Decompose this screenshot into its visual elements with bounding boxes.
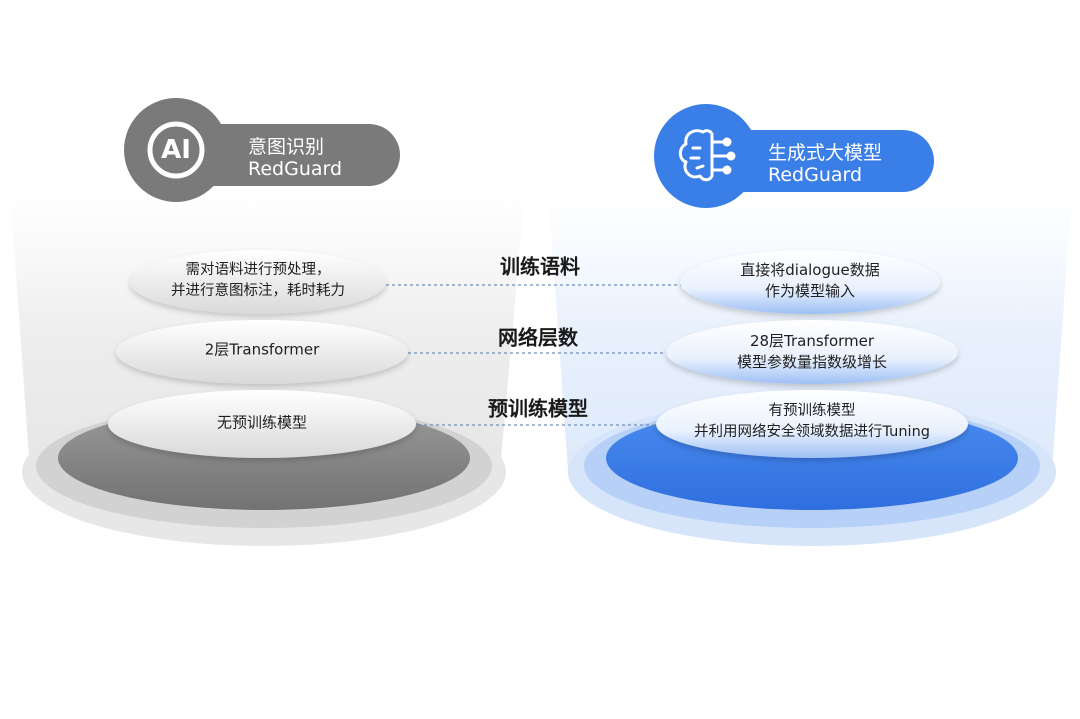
right-layer-2-label: 28层Transformer 模型参数量指数级增长 — [736, 332, 888, 371]
ai-icon-text: AI — [161, 135, 191, 165]
left-badge-title-cn: 意图识别 — [248, 136, 325, 158]
right-disc-3 — [656, 390, 968, 458]
left-disc-2 — [116, 320, 408, 384]
right-badge-circle — [654, 104, 758, 208]
ai-icon — [147, 121, 205, 179]
criterion-pretrained-model: 预训练模型 — [488, 396, 588, 421]
left-badge-title: 意图识别 RedGuard — [248, 136, 342, 180]
left-badge-subtitle: RedGuard — [248, 158, 343, 180]
right-badge-title: 生成式大模型 RedGuard — [768, 142, 882, 186]
left-layer-3-label: 无预训练模型 — [216, 413, 308, 432]
right-badge-title-cn: 生成式大模型 — [768, 142, 883, 164]
right-disc-2 — [666, 320, 958, 384]
criterion-network-layers: 网络层数 — [498, 325, 578, 350]
criterion-training-corpus: 训练语料 — [500, 254, 580, 279]
left-disc-1 — [130, 250, 386, 314]
left-disc-3 — [108, 390, 416, 458]
left-badge-pill — [182, 124, 400, 186]
left-layer-2-label: 2层Transformer — [204, 340, 320, 359]
right-badge-pill — [712, 130, 934, 192]
right-disc-1 — [680, 250, 940, 314]
right-layer-1-label: 直接将dialogue数据 作为模型输入 — [740, 261, 880, 300]
left-badge-circle — [124, 98, 228, 202]
left-layer-1-label: 需对语料进行预处理， 并进行意图标注，耗时耗力 — [171, 262, 345, 299]
right-badge-subtitle: RedGuard — [768, 164, 863, 186]
right-layer-3-label: 有预训练模型 并利用网络安全领域数据进行Tuning — [694, 403, 930, 440]
brain-circuit-icon — [678, 129, 736, 182]
